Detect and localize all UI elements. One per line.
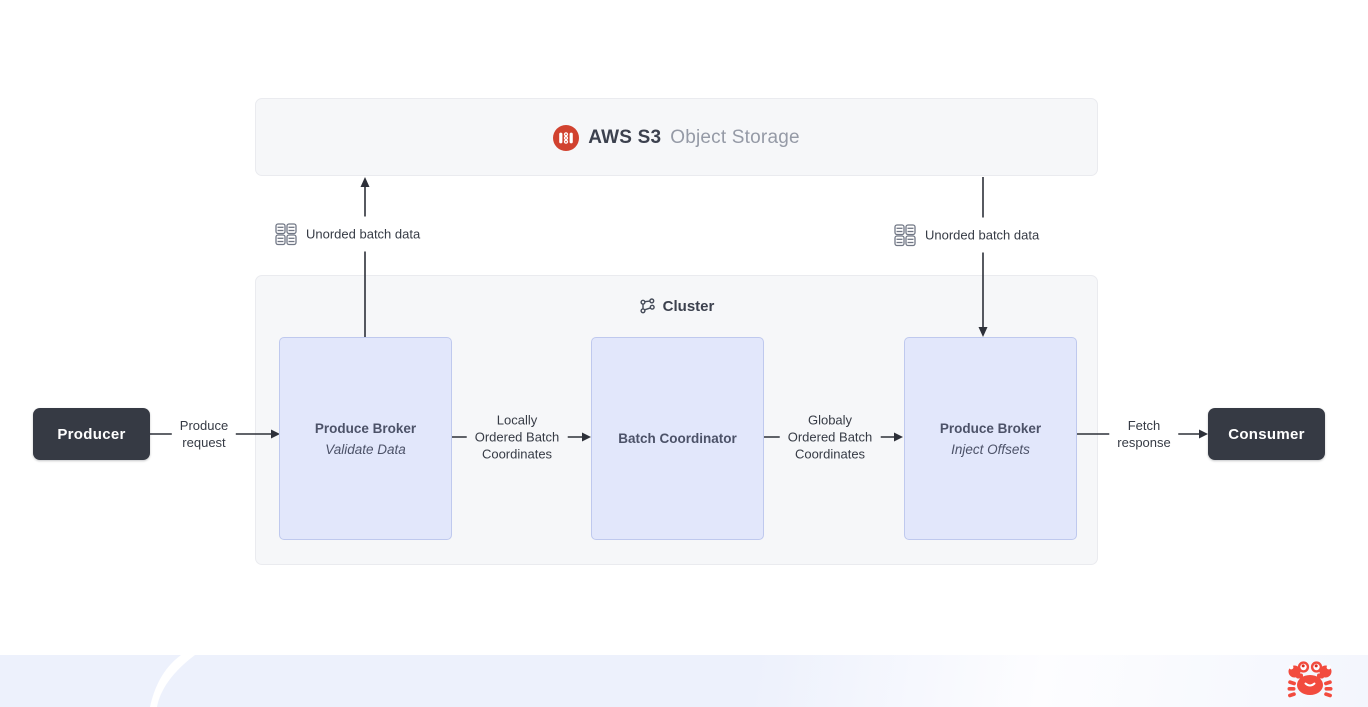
database-grid-icon <box>273 222 298 247</box>
producer-box: Producer <box>33 408 150 460</box>
storage-brand: AWS S3 <box>588 127 662 148</box>
database-grid-icon <box>892 223 917 248</box>
s3-bucket-icon <box>553 125 580 151</box>
storage-panel: AWS S3 Object Storage <box>255 98 1098 176</box>
edge-label-fetch-response: Fetch response <box>1109 415 1179 453</box>
edge-label-produce-request: Produce request <box>171 415 237 453</box>
batch-data-label-left: Unorded batch data <box>266 216 428 252</box>
node-produce-broker-validate: Produce Broker Validate Data <box>279 337 452 540</box>
footer-swoosh-shape <box>150 655 195 707</box>
node-title: Batch Coordinator <box>618 431 737 446</box>
cluster-title-label: Cluster <box>662 298 715 315</box>
node-produce-broker-inject: Produce Broker Inject Offsets <box>904 337 1077 540</box>
node-batch-coordinator: Batch Coordinator <box>591 337 764 540</box>
batch-data-label-right: Unorded batch data <box>885 217 1047 253</box>
storage-name: Object Storage <box>670 127 800 148</box>
crab-icon <box>1286 657 1334 707</box>
batch-data-text: Unorded batch data <box>925 227 1040 243</box>
edge-label-globally-ordered: Globaly Ordered Batch Coordinates <box>779 409 881 465</box>
node-subtitle: Inject Offsets <box>951 441 1030 457</box>
footer-band <box>0 655 1368 707</box>
edge-label-locally-ordered: Locally Ordered Batch Coordinates <box>466 409 568 465</box>
storage-title: AWS S3 Object Storage <box>256 99 1097 177</box>
node-title: Produce Broker <box>314 420 417 436</box>
consumer-box: Consumer <box>1208 408 1325 460</box>
node-title: Produce Broker <box>939 420 1042 436</box>
cluster-graph-icon <box>639 298 656 315</box>
batch-data-text: Unorded batch data <box>306 226 421 242</box>
node-subtitle: Validate Data <box>325 441 406 457</box>
cluster-title: Cluster <box>256 298 1097 315</box>
